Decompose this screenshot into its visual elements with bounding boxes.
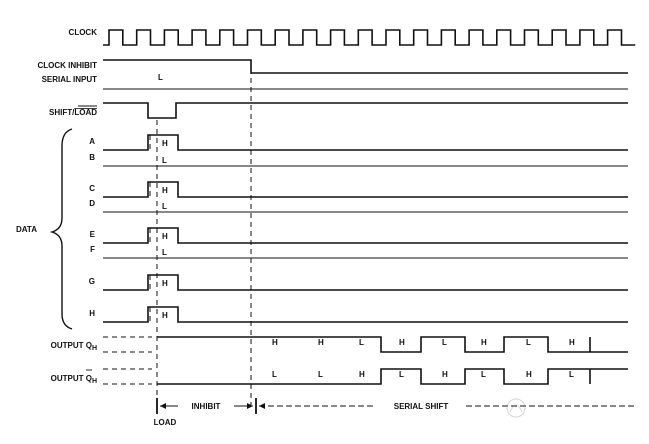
output-level: H (272, 338, 278, 347)
output-level: H (569, 338, 575, 347)
clock-inhibit-waveform (103, 59, 628, 74)
data-line-name: G (89, 277, 95, 286)
shift-load-waveform (103, 102, 628, 119)
data-line-level: L (162, 156, 167, 165)
output-level: H (442, 370, 448, 379)
data-line-name: D (89, 199, 95, 208)
serial-shift-arrowhead (259, 403, 265, 409)
output-level: H (526, 370, 532, 379)
data-line-level: L (162, 248, 167, 257)
output-level: L (399, 370, 404, 379)
serial-input-level: L (158, 73, 163, 82)
output-qhbar-prefix: OUTPUT Q (51, 374, 92, 383)
output-level: H (399, 338, 405, 347)
data-line-level: H (162, 232, 168, 241)
clock-waveform (103, 29, 636, 46)
data-line-pulse (103, 227, 628, 244)
output-qh-label: OUTPUT QH (51, 341, 97, 352)
output-level: H (359, 370, 365, 379)
output-path (157, 368, 628, 385)
output-qh-sub: H (92, 345, 97, 352)
output-qhbar-label: OUTPUT QH (51, 374, 97, 385)
data-line-name: B (89, 153, 95, 162)
clock-inhibit-label: CLOCK INHIBIT (37, 61, 97, 70)
output-level: L (442, 338, 447, 347)
data-line-name: F (90, 245, 95, 254)
output-level: L (481, 370, 486, 379)
watermark-logo (506, 398, 526, 418)
serial-shift-span-label: SERIAL SHIFT (394, 402, 449, 411)
output-level: L (569, 370, 574, 379)
output-level: H (318, 338, 324, 347)
data-line-pulse (103, 274, 628, 291)
output-path (157, 336, 628, 353)
output-qhbar-sub: H (92, 378, 97, 385)
data-line-level: H (162, 279, 168, 288)
data-line-name: C (89, 184, 95, 193)
inhibit-arrowhead-left (160, 403, 166, 409)
serial-input-label: SERIAL INPUT (42, 75, 98, 84)
data-line-pulse (103, 306, 628, 323)
data-line-name: E (90, 230, 96, 239)
data-lines: A H B L C H D L E H F L G H H H (89, 134, 628, 323)
shift-load-label: SHIFT/LOAD (49, 108, 97, 117)
output-qh-prefix: OUTPUT Q (51, 341, 92, 350)
inhibit-span-label: INHIBIT (192, 402, 221, 411)
data-group-label: DATA (16, 225, 37, 234)
output-level: H (481, 338, 487, 347)
output-level: L (272, 370, 277, 379)
output-level: L (318, 370, 323, 379)
output-level: L (359, 338, 364, 347)
data-line-level: L (162, 202, 167, 211)
shift-load-prefix: SHIFT/ (49, 108, 75, 117)
clock-label: CLOCK (69, 28, 98, 37)
data-line-pulse (103, 181, 628, 198)
output-level: L (526, 338, 531, 347)
data-line-level: H (162, 311, 168, 320)
data-line-level: H (162, 139, 168, 148)
data-brace (49, 128, 73, 330)
load-span-label: LOAD (154, 418, 177, 427)
data-line-pulse (103, 134, 628, 151)
data-line-name: H (89, 309, 95, 318)
inhibit-arrowhead-right (247, 403, 253, 409)
shift-load-bar-text: LOAD (74, 108, 97, 117)
data-line-name: A (89, 137, 95, 146)
data-line-level: H (162, 186, 168, 195)
